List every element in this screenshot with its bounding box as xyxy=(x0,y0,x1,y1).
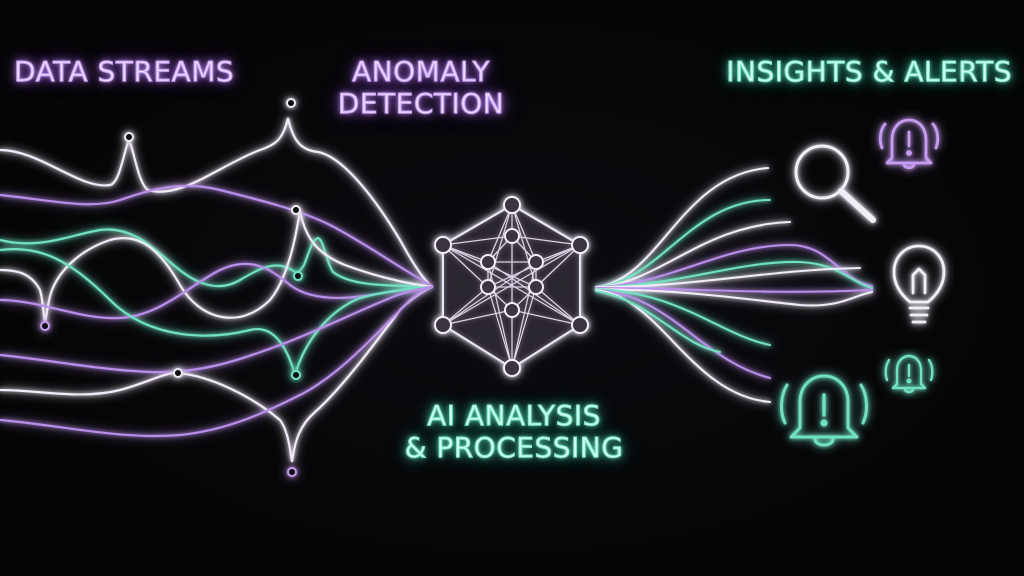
anomaly-detection-line-2: DETECTION xyxy=(337,87,505,120)
anomaly-dot xyxy=(286,98,296,108)
anomaly-detection-label: ANOMALY DETECTION xyxy=(326,55,516,120)
output-line-teal-c xyxy=(594,287,772,347)
anomaly-dot xyxy=(291,205,301,215)
neural-network-hexagon xyxy=(434,196,589,377)
stream-line-white-bottom xyxy=(0,285,434,463)
output-line-teal-b xyxy=(594,260,874,290)
stream-line-purple-top xyxy=(0,184,434,288)
stream-line-purple-low xyxy=(0,285,434,374)
stream-line-white-mid xyxy=(0,209,434,326)
ai-processing-label: AI ANALYSIS & PROCESSING xyxy=(390,399,638,464)
anomaly-dot xyxy=(293,271,303,281)
output-streams xyxy=(594,166,874,404)
bell-alert-icon xyxy=(878,118,940,170)
output-line-white-e xyxy=(594,288,772,404)
network-node xyxy=(571,236,589,254)
stream-line-teal-b xyxy=(0,248,434,379)
data-streams-text: DATA STREAMS xyxy=(14,55,235,88)
network-node xyxy=(480,254,496,270)
network-node xyxy=(480,279,496,295)
anomaly-dot xyxy=(287,467,297,477)
ai-processing-line-1: AI ANALYSIS xyxy=(427,399,601,432)
anomaly-dot xyxy=(40,321,50,331)
magnifier-icon xyxy=(794,144,876,223)
stream-line-teal-a xyxy=(0,228,434,289)
anomaly-markers xyxy=(40,98,303,477)
output-line-white-a xyxy=(594,166,770,289)
data-streams-label: DATA STREAMS xyxy=(14,55,254,88)
anomaly-dot xyxy=(173,368,183,378)
insights-alerts-label: INSIGHTS & ALERTS xyxy=(700,55,1012,88)
network-node xyxy=(504,228,520,244)
network-node xyxy=(434,316,452,334)
insights-alerts-text: INSIGHTS & ALERTS xyxy=(726,55,1012,88)
output-line-purple-a xyxy=(594,243,874,289)
anomaly-dot xyxy=(124,132,134,142)
bell-alert-icon xyxy=(780,374,868,447)
output-line-white-c xyxy=(594,266,862,289)
ai-processing-line-2: & PROCESSING xyxy=(404,431,624,464)
stream-line-purple-bottom xyxy=(0,285,434,438)
output-line-white-d xyxy=(594,287,874,307)
network-node xyxy=(528,279,544,295)
data-streams-waves xyxy=(0,117,434,463)
bell-alert-icon xyxy=(884,354,934,394)
network-node xyxy=(504,302,520,318)
output-line-teal-a xyxy=(594,198,772,289)
anomaly-detection-line-1: ANOMALY xyxy=(352,55,490,88)
stream-line-white-top xyxy=(0,117,434,289)
output-line-teal-d xyxy=(594,289,722,354)
network-nodes xyxy=(434,196,589,377)
network-node xyxy=(434,236,452,254)
anomaly-dot xyxy=(291,370,301,380)
output-line-purple-b xyxy=(594,286,874,293)
network-node xyxy=(503,196,521,214)
network-node xyxy=(571,316,589,334)
network-node xyxy=(528,254,544,270)
output-line-white-b xyxy=(594,220,792,289)
lightbulb-icon xyxy=(892,244,946,324)
output-line-purple-c xyxy=(594,288,772,380)
network-node xyxy=(503,359,521,377)
